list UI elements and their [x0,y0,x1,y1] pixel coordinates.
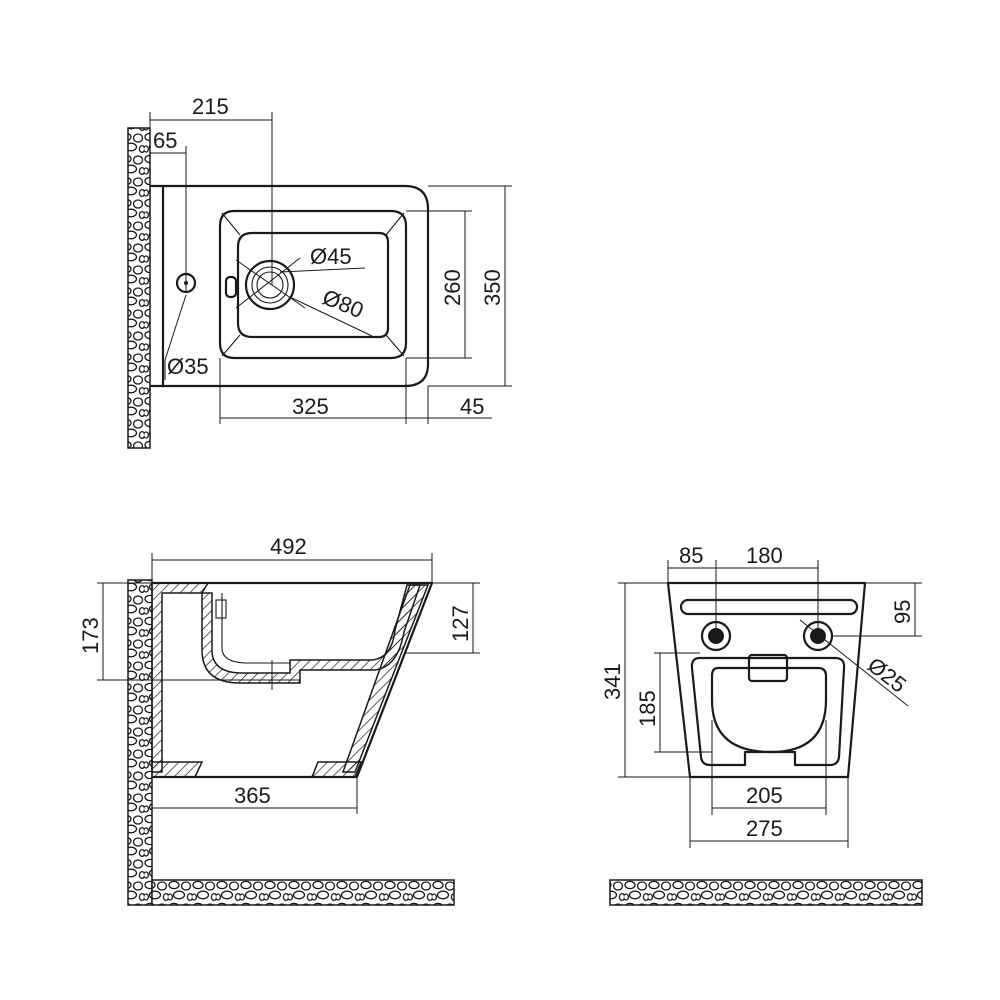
dim-325: 325 [292,394,329,419]
top-view-bevel [221,334,241,357]
rear-view-floor [609,879,923,906]
side-view-front-wall [341,584,430,773]
dim-180: 180 [746,543,783,568]
dim-185: 185 [635,690,660,727]
side-view-body-outline [152,581,434,779]
side-view-floor [151,879,455,906]
rear-view-inlet [747,653,789,683]
dim-127: 127 [448,605,473,642]
dim-45: 45 [460,394,484,419]
dim-365: 365 [234,783,271,808]
side-view-inner-line [221,593,290,664]
top-view-basin-outer [218,209,408,360]
top-view-drain-mid [251,266,289,304]
side-view: 492 173 127 365 [78,534,480,906]
side-view-shell [151,582,210,773]
side-view-overflow [215,599,227,619]
dim-350: 350 [480,269,505,306]
rear-view: 85 180 95 341 185 Ø25 205 275 [600,543,923,906]
top-view-bowl-outline [150,184,430,388]
side-view-foot-back [151,761,204,778]
top-view-bevel [221,212,241,236]
dim-205: 205 [746,783,783,808]
dim-d35: Ø35 [167,354,209,379]
top-view: 215 65 Ø45 Ø80 Ø35 260 350 325 45 [127,94,512,449]
side-view-wall [127,579,153,906]
dim-173: 173 [78,617,103,654]
dim-492: 492 [270,534,307,559]
rear-view-outlet [710,666,828,754]
dim-d25: Ø25 [863,652,911,697]
dim-260: 260 [440,269,465,306]
rear-view-outlet-frame [690,656,846,767]
dim-85: 85 [679,543,703,568]
top-view-wall [127,127,151,449]
side-view-foot-front [310,761,363,778]
dim-d80: Ø80 [319,284,367,323]
top-view-overflow [224,275,238,299]
top-view-drain-outer [244,259,296,311]
dim-65: 65 [153,128,177,153]
dim-275: 275 [746,816,783,841]
dim-215: 215 [192,94,229,119]
top-view-bevel [385,334,405,357]
rear-view-slot [679,598,859,616]
dim-d45: Ø45 [310,244,352,269]
top-view-basin-inner [236,231,390,339]
top-view-drain-inner [256,271,284,299]
top-view-bevel [385,212,405,236]
dim-341: 341 [600,663,625,700]
dim-95: 95 [890,600,915,624]
